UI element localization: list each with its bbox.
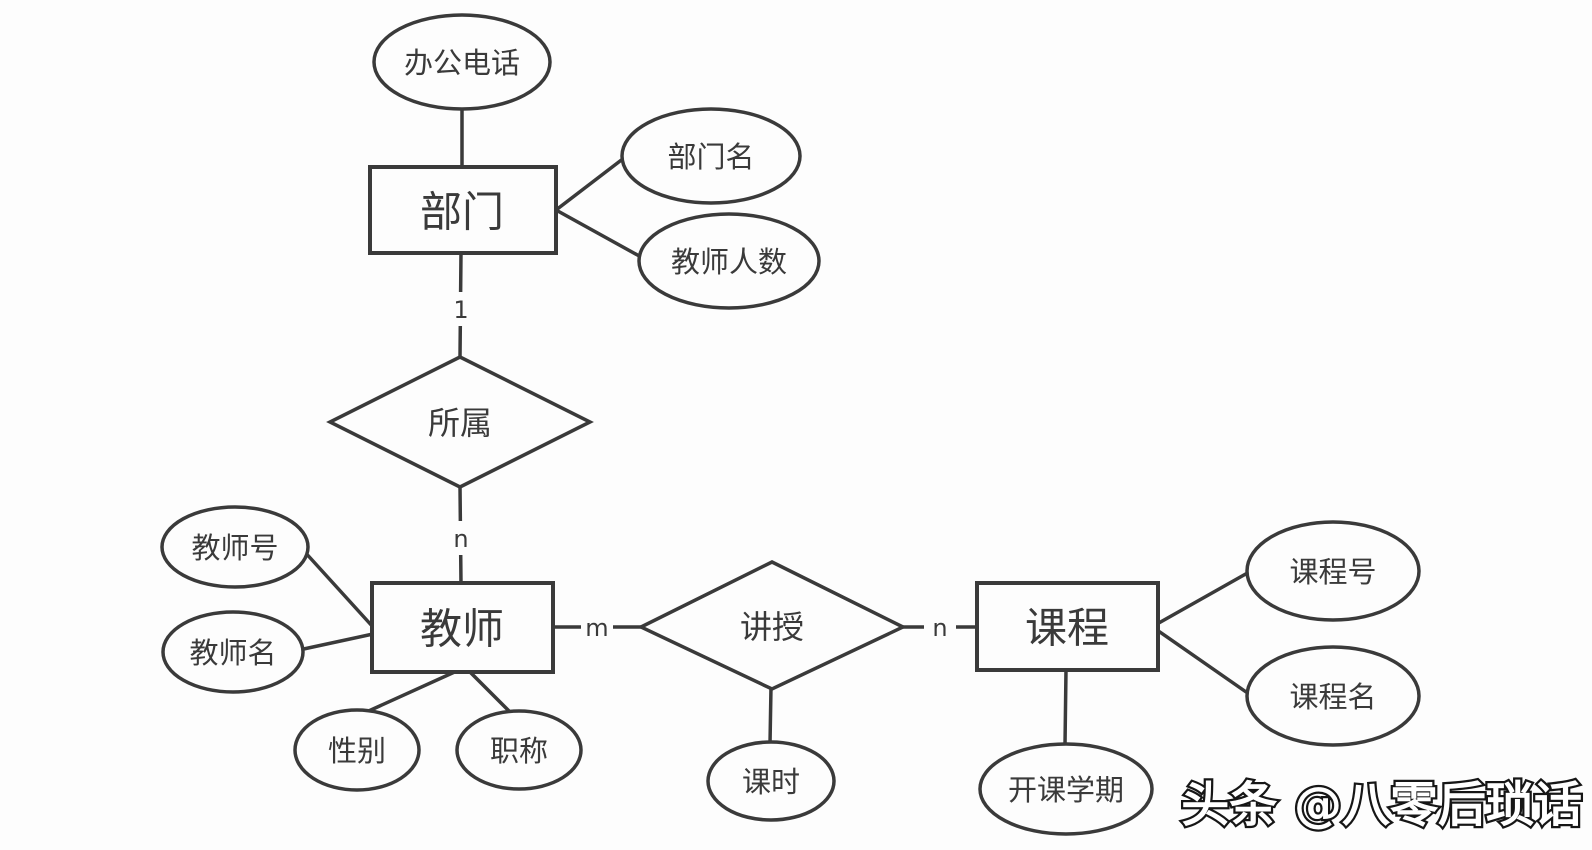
entity-teacher-shape (370, 581, 555, 674)
relationship-belongs-to-label: 所属 (428, 404, 492, 442)
entity-course-shape (975, 581, 1160, 672)
attribute-course-name-shape (1245, 645, 1421, 747)
cardinality-n2-backing (924, 611, 956, 644)
watermark-text: 头条 @八零后琐话 (1181, 777, 1582, 833)
attribute-teacher-name-label: 教师名 (189, 636, 276, 670)
edge-department-dept-name (554, 156, 626, 212)
attribute-course-name-label: 课程名 (1289, 680, 1376, 714)
attributes: 办公电话 部门名 教师人数 教师号 教师名 性别 职称 课时 课程号 课程名 开… (160, 13, 1421, 836)
attribute-dept-name-label: 部门名 (667, 140, 754, 174)
edge-course-course-name (1155, 628, 1251, 696)
attribute-gender-shape (293, 708, 421, 792)
entities: 部门 教师 课程 (368, 165, 1160, 674)
cardinality-n1-label: n (453, 525, 468, 553)
relationship-teaches-label: 讲授 (740, 608, 804, 646)
edge-teacher-gender (360, 668, 461, 716)
edge-teacher-name-teacher (297, 632, 375, 652)
cardinality-m-backing (581, 611, 613, 644)
attribute-class-hours-shape (706, 740, 836, 822)
attribute-title-shape (455, 709, 583, 791)
cardinality-n1-backing (447, 521, 475, 555)
entity-department-shape (368, 165, 558, 255)
edge-teacher-id-teacher (301, 548, 375, 629)
attribute-course-id-label: 课程号 (1289, 555, 1376, 589)
attribute-gender-label: 性别 (328, 734, 386, 768)
cardinality-1-backing (447, 292, 475, 326)
edge-course-course-id (1155, 569, 1253, 626)
relationships: 所属 讲授 (326, 355, 908, 691)
attribute-title-label: 职称 (490, 734, 548, 768)
cardinality-labels: 1 n m n (447, 292, 956, 644)
entity-department-label: 部门 (420, 188, 504, 237)
edge-teacher-title (466, 668, 511, 713)
attribute-office-phone-label: 办公电话 (404, 46, 520, 80)
cardinality-m-label: m (585, 614, 608, 642)
entity-course-label: 课程 (1025, 604, 1109, 653)
attribute-semester-label: 开课学期 (1008, 773, 1124, 807)
attribute-teacher-id-shape (160, 505, 310, 589)
attribute-teacher-id-label: 教师号 (191, 531, 278, 565)
edge-course-semester (1063, 668, 1068, 747)
attribute-teacher-name-shape (161, 610, 305, 694)
attribute-office-phone-shape (372, 13, 552, 111)
attribute-semester-shape (978, 742, 1154, 836)
relationship-belongs-to-shape (326, 355, 594, 489)
edge-department-teacher-count (554, 208, 643, 259)
cardinality-n2-label: n (932, 614, 947, 642)
attribute-course-id-shape (1245, 520, 1421, 622)
attribute-class-hours-label: 课时 (742, 765, 800, 799)
entity-teacher-label: 教师 (420, 605, 504, 654)
attribute-teacher-count-label: 教师人数 (671, 245, 787, 279)
cardinality-1-label: 1 (453, 296, 468, 324)
attribute-teacher-count-shape (637, 212, 821, 310)
attribute-dept-name-shape (620, 107, 802, 205)
relationship-teaches-shape (636, 560, 908, 691)
edge-teaches-class-hours (768, 685, 773, 746)
